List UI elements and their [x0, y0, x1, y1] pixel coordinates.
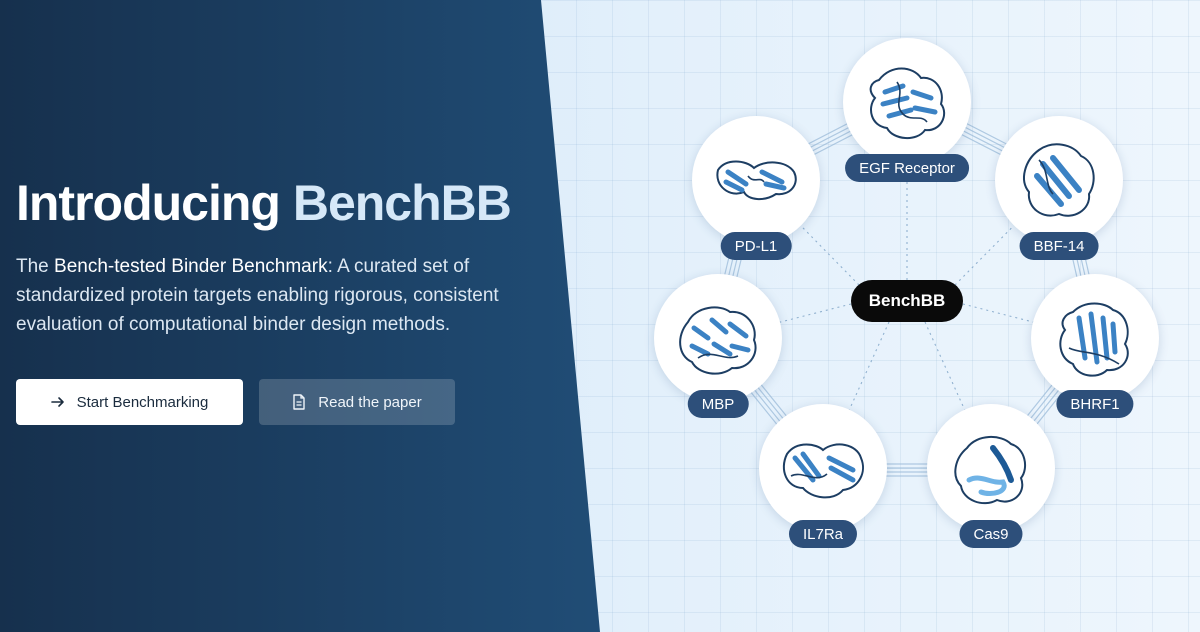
target-node-mbp[interactable]: MBP — [654, 274, 782, 418]
target-node-bhrf1[interactable]: BHRF1 — [1031, 274, 1159, 418]
target-label-bbf-14: BBF-14 — [1019, 232, 1099, 260]
target-node-egf-receptor[interactable]: EGF Receptor — [843, 38, 971, 182]
protein-structure-icon — [716, 160, 797, 200]
target-label-mbp: MBP — [687, 390, 749, 418]
protein-structure-icon — [679, 306, 757, 375]
protein-structure-icon — [1059, 302, 1129, 377]
start-benchmarking-label: Start Benchmarking — [76, 393, 209, 411]
hero-section: Introducing BenchBB The Bench-tested Bin… — [16, 172, 536, 339]
target-node-il7ra[interactable]: IL7Ra — [759, 404, 887, 548]
benchbb-hub: BenchBB — [851, 280, 963, 322]
protein-structure-icon — [954, 436, 1027, 505]
hero-desc-rest: : A curated set of standardized protein … — [16, 256, 499, 335]
cta-buttons: Start Benchmarking Read the paper — [16, 379, 455, 425]
hero-title-brand: BenchBB — [292, 175, 512, 231]
target-label-cas9: Cas9 — [959, 520, 1023, 548]
document-icon — [292, 394, 306, 410]
protein-structure-icon — [1023, 143, 1095, 217]
start-benchmarking-button[interactable]: Start Benchmarking — [16, 379, 243, 425]
read-paper-button[interactable]: Read the paper — [259, 379, 455, 425]
hero-title: Introducing BenchBB — [16, 172, 536, 234]
target-label-bhrf1: BHRF1 — [1056, 390, 1134, 418]
hero-desc-prefix: The — [16, 256, 55, 277]
target-node-bbf-14[interactable]: BBF-14 — [995, 116, 1123, 260]
target-node-pd-l1[interactable]: PD-L1 — [692, 116, 820, 260]
target-label-egf-receptor: EGF Receptor — [845, 154, 969, 182]
read-paper-label: Read the paper — [318, 393, 422, 411]
target-node-cas9[interactable]: Cas9 — [927, 404, 1055, 548]
hero-desc-bold: Bench-tested Binder Benchmark — [54, 256, 328, 277]
protein-structure-icon — [782, 443, 864, 499]
hero-title-prefix: Introducing — [16, 175, 293, 231]
target-label-pd-l1: PD-L1 — [720, 232, 792, 260]
arrow-right-icon — [50, 395, 65, 409]
hero-description: The Bench-tested Binder Benchmark: A cur… — [16, 252, 516, 339]
target-label-il7ra: IL7Ra — [788, 520, 858, 548]
protein-structure-icon — [869, 67, 946, 139]
